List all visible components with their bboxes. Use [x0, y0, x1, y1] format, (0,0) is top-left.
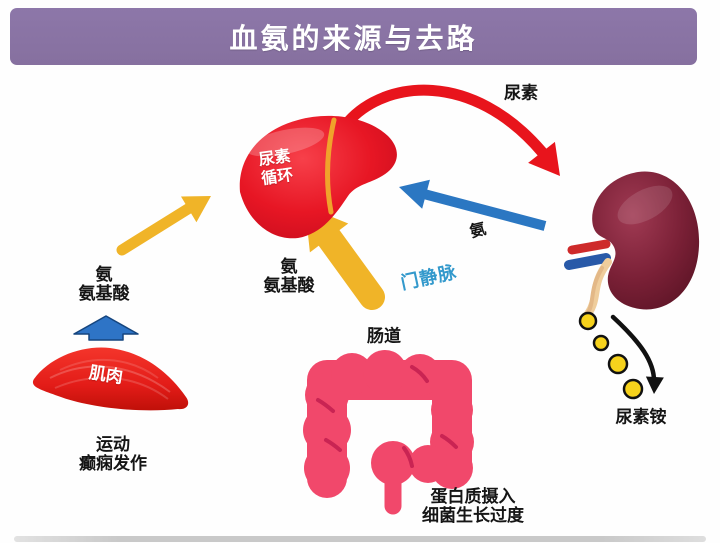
- intestine-output-label: 氨 氨基酸: [263, 257, 315, 295]
- ammonia-arrow: [399, 179, 547, 231]
- muscle-to-liver-arrow: [116, 196, 211, 256]
- liver-urea-cycle-label: 尿素 循环: [257, 147, 295, 189]
- ammonium-dots: [578, 311, 644, 400]
- intestine-label: 肠道: [367, 326, 401, 346]
- urea-label: 尿素: [504, 83, 538, 103]
- page-title: 血氨的来源与去路: [229, 22, 478, 54]
- intestine-causes-label: 蛋白质摄入 细菌生长过度: [422, 487, 524, 525]
- liver-illustration: [239, 115, 397, 239]
- muscle-causes-label: 运动 癫痫发作: [79, 435, 147, 473]
- kidney-illustration: [564, 171, 700, 318]
- bottom-edge-shadow: [14, 536, 706, 542]
- header-banner: 血氨的来源与去路: [10, 8, 697, 65]
- muscle-illustration: [32, 347, 189, 411]
- intestine-illustration: [303, 350, 474, 515]
- urine-ammonium-label: 尿素铵: [615, 407, 667, 427]
- intestine-folds: [316, 365, 458, 468]
- muscle-output-label: 氨 氨基酸: [78, 265, 130, 303]
- muscle-output-arrow: [73, 315, 139, 341]
- urea-arrow: [342, 84, 560, 176]
- liver-ligament-band: [324, 117, 337, 215]
- excretion-arrow: [610, 314, 664, 394]
- renal-vein: [564, 253, 611, 270]
- renal-artery: [567, 239, 611, 255]
